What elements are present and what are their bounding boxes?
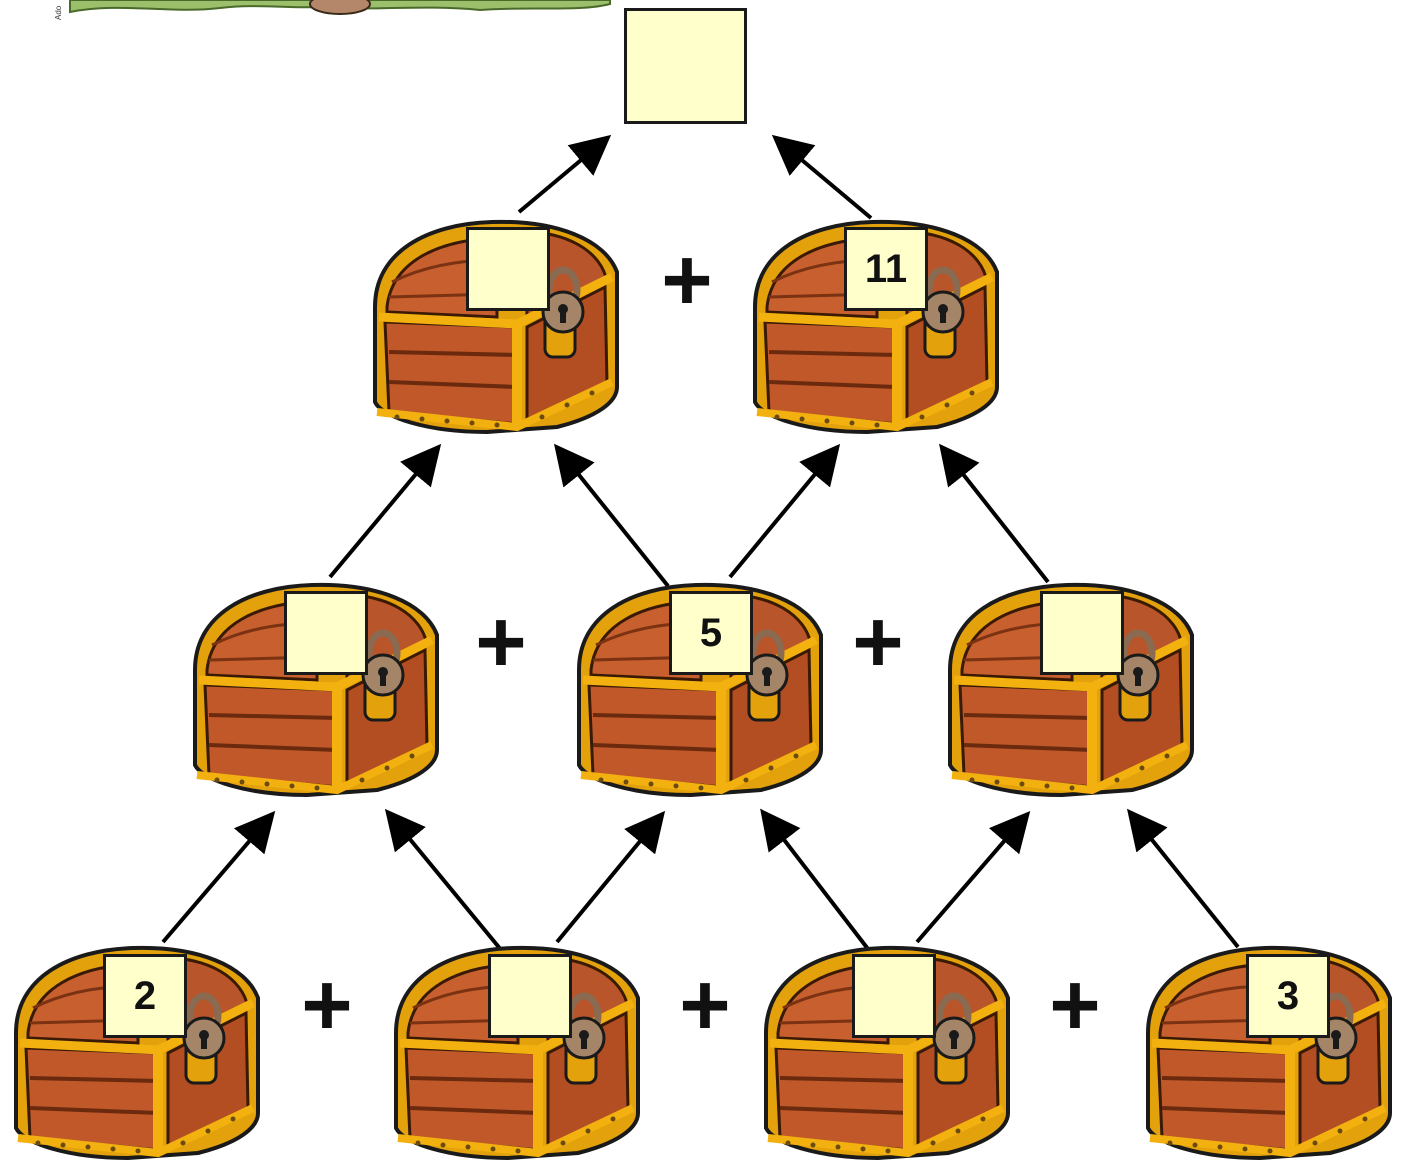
answer-box-row4-3[interactable]	[852, 954, 936, 1038]
answer-box-row4-2[interactable]	[488, 954, 572, 1038]
arrow-r2b-to-top	[771, 134, 873, 220]
corner-decoration	[69, 0, 611, 15]
arrow-r3c-to-r2b	[939, 443, 1050, 584]
answer-box-row4-1[interactable]: 2	[103, 954, 187, 1038]
answer-box-row3-middle[interactable]: 5	[669, 591, 753, 675]
answer-box-row2-right[interactable]: 11	[844, 227, 928, 311]
plus-sign-row3-2: +	[852, 592, 904, 691]
arrow-r4c-to-r3b	[760, 808, 870, 951]
arrow-r4b-to-r3b	[555, 810, 666, 944]
answer-box-row2-left[interactable]	[466, 227, 550, 311]
arrow-r4a-to-r3a	[161, 810, 276, 944]
arrow-r2a-to-top	[517, 134, 612, 214]
answer-box-top[interactable]	[624, 8, 747, 124]
plus-sign-row4-1: +	[301, 955, 353, 1054]
plus-sign-row4-2: +	[679, 955, 731, 1054]
answer-box-row4-4[interactable]: 3	[1246, 954, 1330, 1038]
plus-sign-row2: +	[661, 230, 713, 329]
arrow-r4c-to-r3c	[915, 810, 1031, 944]
plus-sign-row4-3: +	[1049, 955, 1101, 1054]
plus-sign-row3-1: +	[475, 592, 527, 691]
arrow-r3a-to-r2a	[328, 443, 442, 579]
corner-credit: Ado	[54, 5, 63, 20]
arrow-r3b-to-r2a	[553, 443, 670, 588]
answer-box-row3-left[interactable]	[284, 591, 368, 675]
arrows	[161, 134, 1240, 953]
arrow-r4b-to-r3a	[384, 808, 504, 953]
arrow-r4d-to-r3c	[1126, 808, 1240, 949]
answer-box-row3-right[interactable]	[1040, 591, 1124, 675]
arrow-r3b-to-r2b	[728, 443, 841, 579]
